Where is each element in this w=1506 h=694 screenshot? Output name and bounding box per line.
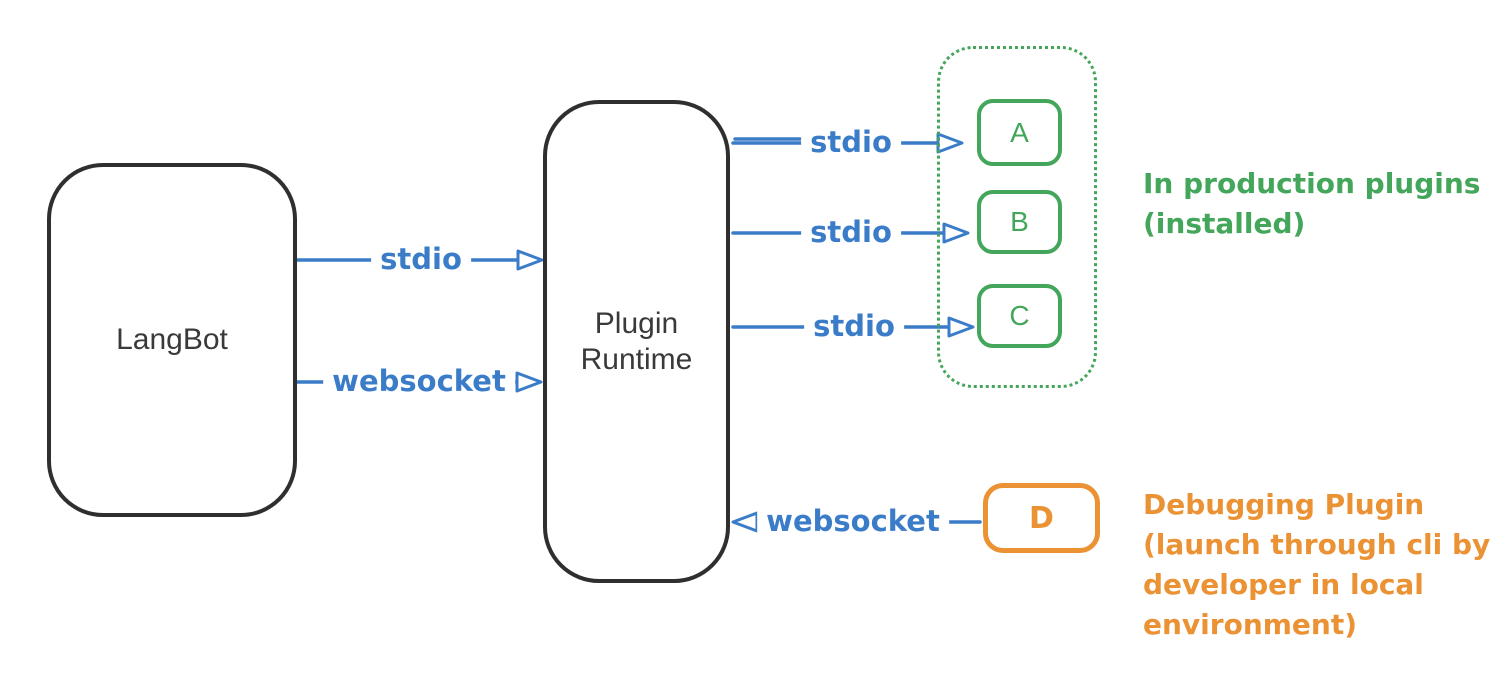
edge-label-stdio-c: stdio — [804, 310, 904, 343]
annotation-production-plugins: In production plugins (installed) — [1143, 164, 1480, 244]
arrowhead-right-icon — [515, 371, 543, 393]
node-plugin-b: B — [977, 190, 1062, 254]
edge-label-websocket-d: websocket — [757, 505, 949, 538]
arrowhead-right-icon — [516, 249, 544, 271]
plugin-a-label: A — [1010, 116, 1029, 148]
node-plugin-a: A — [977, 99, 1062, 166]
annotation-debugging-plugin: Debugging Plugin (launch through cli by … — [1143, 485, 1490, 645]
node-plugin-d: D — [983, 483, 1100, 553]
annotation-line: Debugging Plugin — [1143, 488, 1425, 521]
node-plugin-c: C — [977, 284, 1062, 348]
plugin-b-label: B — [1010, 206, 1029, 237]
plugin-runtime-label: Plugin Runtime — [580, 306, 693, 376]
edge-label-stdio-a: stdio — [801, 126, 901, 159]
annotation-line: (installed) — [1143, 207, 1306, 240]
node-langbot: LangBot — [47, 163, 297, 517]
plugin-d-label: D — [1029, 500, 1054, 536]
annotation-line: environment) — [1143, 608, 1358, 641]
production-plugins-group-outline — [937, 46, 1097, 388]
annotation-line: (launch through cli by — [1143, 528, 1491, 561]
edge-label-websocket-langbot: websocket — [323, 365, 515, 398]
node-plugin-runtime: Plugin Runtime — [543, 100, 730, 583]
annotation-line: In production plugins — [1143, 167, 1481, 200]
langbot-label: LangBot — [116, 323, 228, 356]
edge-label-stdio-b: stdio — [801, 216, 901, 249]
plugin-c-label: C — [1009, 300, 1030, 331]
annotation-line: developer in local — [1143, 568, 1424, 601]
arrowhead-left-icon — [731, 511, 759, 533]
edge-label-stdio-langbot: stdio — [371, 243, 471, 276]
